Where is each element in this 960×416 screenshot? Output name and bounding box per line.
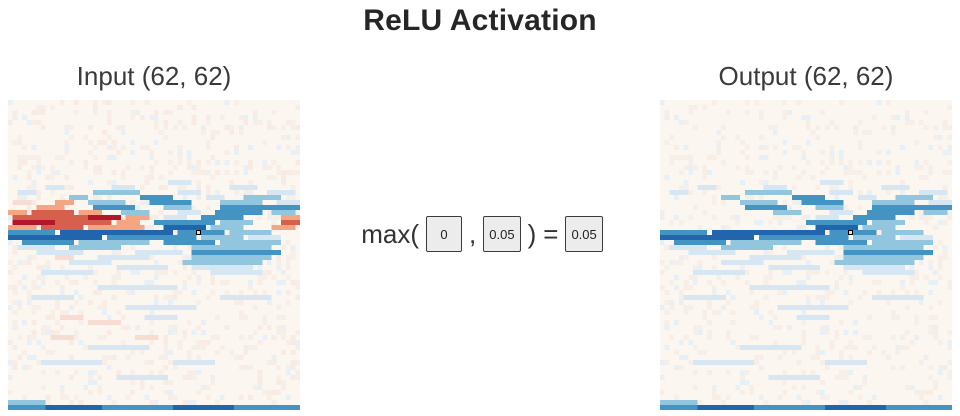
relu-formula: max( 0 , 0.05 ) = 0.05 (306, 212, 658, 256)
input-heatmap-wrap (8, 100, 300, 410)
page-title: ReLU Activation (363, 4, 597, 37)
output-heatmap[interactable] (660, 100, 952, 410)
formula-comma: , (469, 218, 477, 249)
formula-arg1-box: 0 (426, 216, 463, 252)
input-heatmap[interactable] (8, 100, 300, 410)
input-label: Input (62, 62) (76, 61, 232, 91)
formula-max-prefix: max( (361, 218, 420, 249)
output-label: Output (62, 62) (718, 61, 894, 91)
formula-result-box: 0.05 (565, 216, 603, 252)
formula-close-paren: ) (527, 218, 537, 249)
output-heatmap-wrap (660, 100, 952, 410)
formula-arg2-box: 0.05 (483, 216, 521, 252)
formula-equals: = (543, 218, 559, 249)
